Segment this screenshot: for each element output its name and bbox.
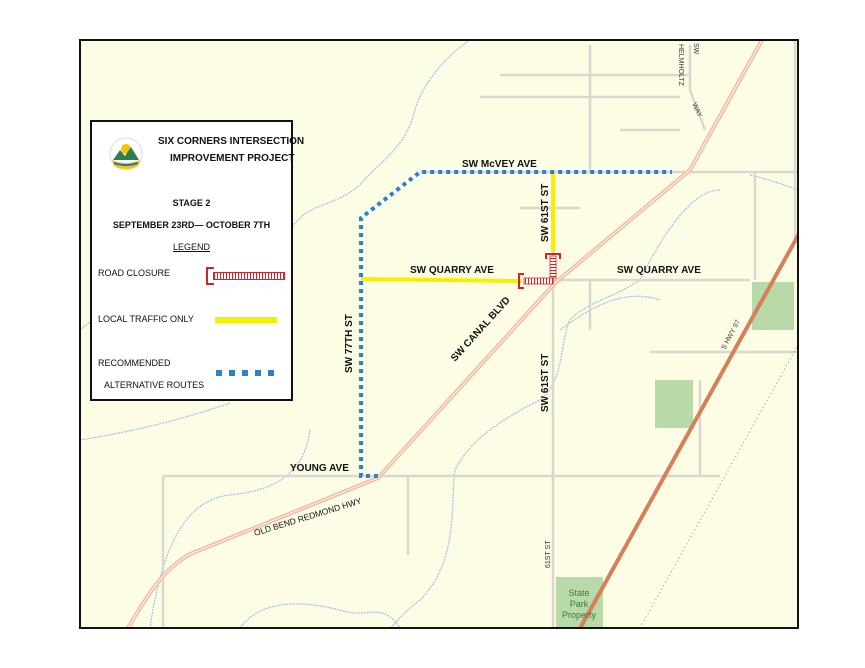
road-closure-61st	[549, 255, 557, 279]
closure-barrier-icon	[545, 253, 561, 259]
stage-label: STAGE 2	[172, 198, 211, 208]
project-title-line2: IMPROVEMENT PROJECT	[170, 153, 295, 164]
road-closure-quarry	[523, 277, 554, 285]
label-77th: SW 77TH ST	[344, 314, 355, 373]
legend-box: SIX CORNERS INTERSECTION IMPROVEMENT PRO…	[90, 120, 304, 401]
label-helmholtz-sw: SW	[692, 43, 699, 55]
alternative-route	[359, 170, 672, 478]
park-area	[655, 380, 693, 428]
closure-barrier-icon	[206, 267, 214, 285]
deschutes-county-logo	[109, 137, 143, 171]
stage-dates: SEPTEMBER 23RD— OCTOBER 7TH	[112, 220, 271, 230]
label-61st-north: SW 61ST ST	[540, 184, 551, 242]
label-61st-small: 61ST ST	[545, 540, 552, 568]
label-young: YOUNG AVE	[290, 463, 349, 474]
map-frame	[79, 39, 799, 629]
label-helmholtz: HELMHOLTZ	[677, 44, 684, 87]
label-quarry-east: SW QUARRY AVE	[617, 265, 701, 276]
label-park-3: Property	[562, 610, 597, 620]
closure-barrier-icon	[518, 273, 524, 289]
legend-local-traffic-swatch	[215, 317, 277, 323]
label-mcvey: SW McVEY AVE	[462, 159, 537, 170]
label-61st-south: SW 61ST ST	[540, 354, 551, 412]
legend-local-traffic-label: LOCAL TRAFFIC ONLY	[98, 314, 194, 324]
hwy-97	[577, 231, 798, 628]
project-title-line1: SIX CORNERS INTERSECTION	[158, 136, 305, 147]
legend-alt-route-label-2: ALTERNATIVE ROUTES	[104, 380, 205, 390]
local-traffic-quarry	[360, 277, 523, 283]
legend-alt-route-label-1: RECOMMENDED	[98, 358, 171, 368]
legend-alt-route-swatch	[216, 370, 276, 376]
legend-road-closure-label: ROAD CLOSURE	[98, 268, 171, 278]
legend-heading: LEGEND	[172, 242, 210, 252]
label-quarry-west: SW QUARRY AVE	[410, 265, 494, 276]
label-park-2: Park	[570, 599, 589, 609]
legend-road-closure-swatch	[213, 272, 285, 280]
local-roads	[161, 40, 798, 628]
label-park-1: State	[568, 588, 589, 598]
